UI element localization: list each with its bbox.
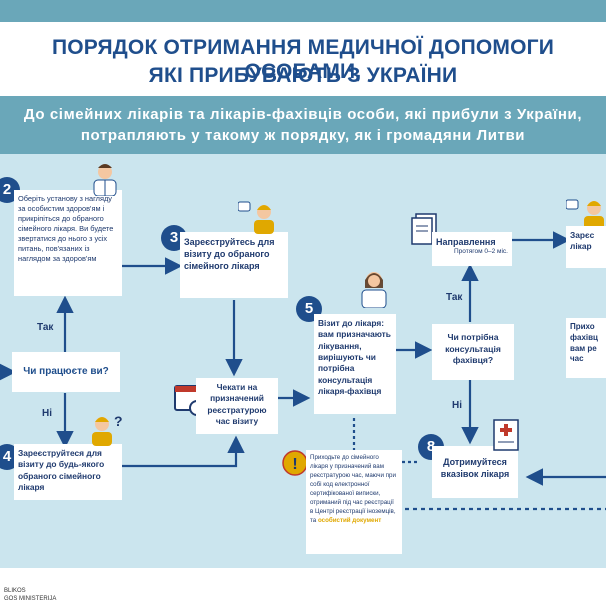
wait-text: Чекати на призначений реєстратурою час в… bbox=[207, 382, 267, 427]
step-8-text: Дотримуйтеся вказівок лікаря bbox=[440, 457, 510, 480]
title-band: ПОРЯДОК ОТРИМАННЯ МЕДИЧНОЇ ДОПОМОГИ ОСОБ… bbox=[0, 22, 606, 96]
page-title-line2: ЯКІ ПРИБУВАЮТЬ З УКРАЇНИ bbox=[148, 64, 458, 87]
notice-box: Приходьте до сімейного лікаря у призначе… bbox=[306, 450, 402, 554]
footer-line2: GOS MINISTERIJA bbox=[4, 595, 57, 602]
step-4-text: Зареєструйтеся для візиту до будь-якого … bbox=[18, 448, 105, 493]
step-8-box: Дотримуйтеся вказівок лікаря bbox=[432, 446, 518, 498]
page-title-line1: ПОРЯДОК ОТРИМАННЯ МЕДИЧНОЇ ДОПОМОГИ ОСОБ… bbox=[51, 36, 555, 83]
question-specialist-box: Чи потрібна консультація фахівця? bbox=[432, 324, 514, 380]
wait-box: Чекати на призначений реєстратурою час в… bbox=[196, 378, 278, 434]
footer-line1: BLIKOS bbox=[4, 588, 26, 594]
footer: BLIKOS GOS MINISTERIJA bbox=[0, 568, 606, 614]
subtitle-band: До сімейних лікарів та лікарів-фахівців … bbox=[0, 96, 606, 154]
arrow-4-to-wait bbox=[122, 435, 245, 468]
doctor-female-icon bbox=[361, 272, 387, 308]
doctor-icon bbox=[93, 164, 117, 196]
subtitle-line1: До сімейних лікарів та лікарів-фахівців … bbox=[23, 106, 583, 123]
notice-highlight: особистий документ bbox=[317, 516, 382, 524]
step-3-text: Зареєструйтесь для візиту до обраного сі… bbox=[184, 237, 275, 272]
svg-text:?: ? bbox=[114, 413, 123, 429]
question-working-box: Чи працюєте ви? bbox=[12, 352, 120, 392]
warning-icon: ! bbox=[282, 450, 308, 476]
no-label-2: Ні bbox=[452, 400, 462, 411]
yes-label-2: Так bbox=[446, 292, 463, 303]
step-2-box: Оберіть установу з нагляду за особистим … bbox=[14, 190, 122, 296]
referral-box: Направлення Протягом 0–2 міс. bbox=[432, 232, 512, 266]
medical-document-icon bbox=[493, 419, 519, 451]
step-5-text: Візит до лікаря: вам призначають лікуван… bbox=[318, 318, 391, 397]
document-icon bbox=[411, 213, 437, 245]
referral-title: Направлення bbox=[436, 237, 496, 247]
person-phone-icon-2: ? bbox=[92, 413, 123, 446]
person-phone-icon-3 bbox=[566, 199, 604, 230]
right-top-box: Зарєс лікар bbox=[566, 226, 606, 268]
notice-text: Приходьте до сімейного лікаря у призначе… bbox=[310, 454, 396, 524]
referral-note: Протягом 0–2 міс. bbox=[454, 248, 508, 256]
question-specialist-text: Чи потрібна консультація фахівця? bbox=[445, 332, 501, 366]
step-5-box: Візит до лікаря: вам призначають лікуван… bbox=[314, 314, 396, 414]
right-top-text: Зарєс лікар bbox=[570, 230, 595, 252]
step-3-box: Зареєструйтесь для візиту до обраного сі… bbox=[180, 232, 288, 298]
top-banner bbox=[0, 0, 606, 22]
no-label-1: Ні bbox=[42, 408, 52, 419]
right-mid-box: Прихо фахівц вам ре час bbox=[566, 318, 606, 378]
svg-text:!: ! bbox=[292, 456, 297, 473]
yes-label-1: Так bbox=[37, 322, 54, 333]
step-2-text: Оберіть установу з нагляду за особистим … bbox=[18, 194, 114, 263]
question-working-text: Чи працюєте ви? bbox=[23, 366, 109, 377]
right-mid-text: Прихо фахівц вам ре час bbox=[570, 322, 598, 364]
step-4-box: Зареєструйтеся для візиту до будь-якого … bbox=[14, 444, 122, 500]
person-phone-icon bbox=[238, 201, 274, 234]
subtitle-line2: потрапляють у такому ж порядку, як і гро… bbox=[80, 127, 526, 144]
